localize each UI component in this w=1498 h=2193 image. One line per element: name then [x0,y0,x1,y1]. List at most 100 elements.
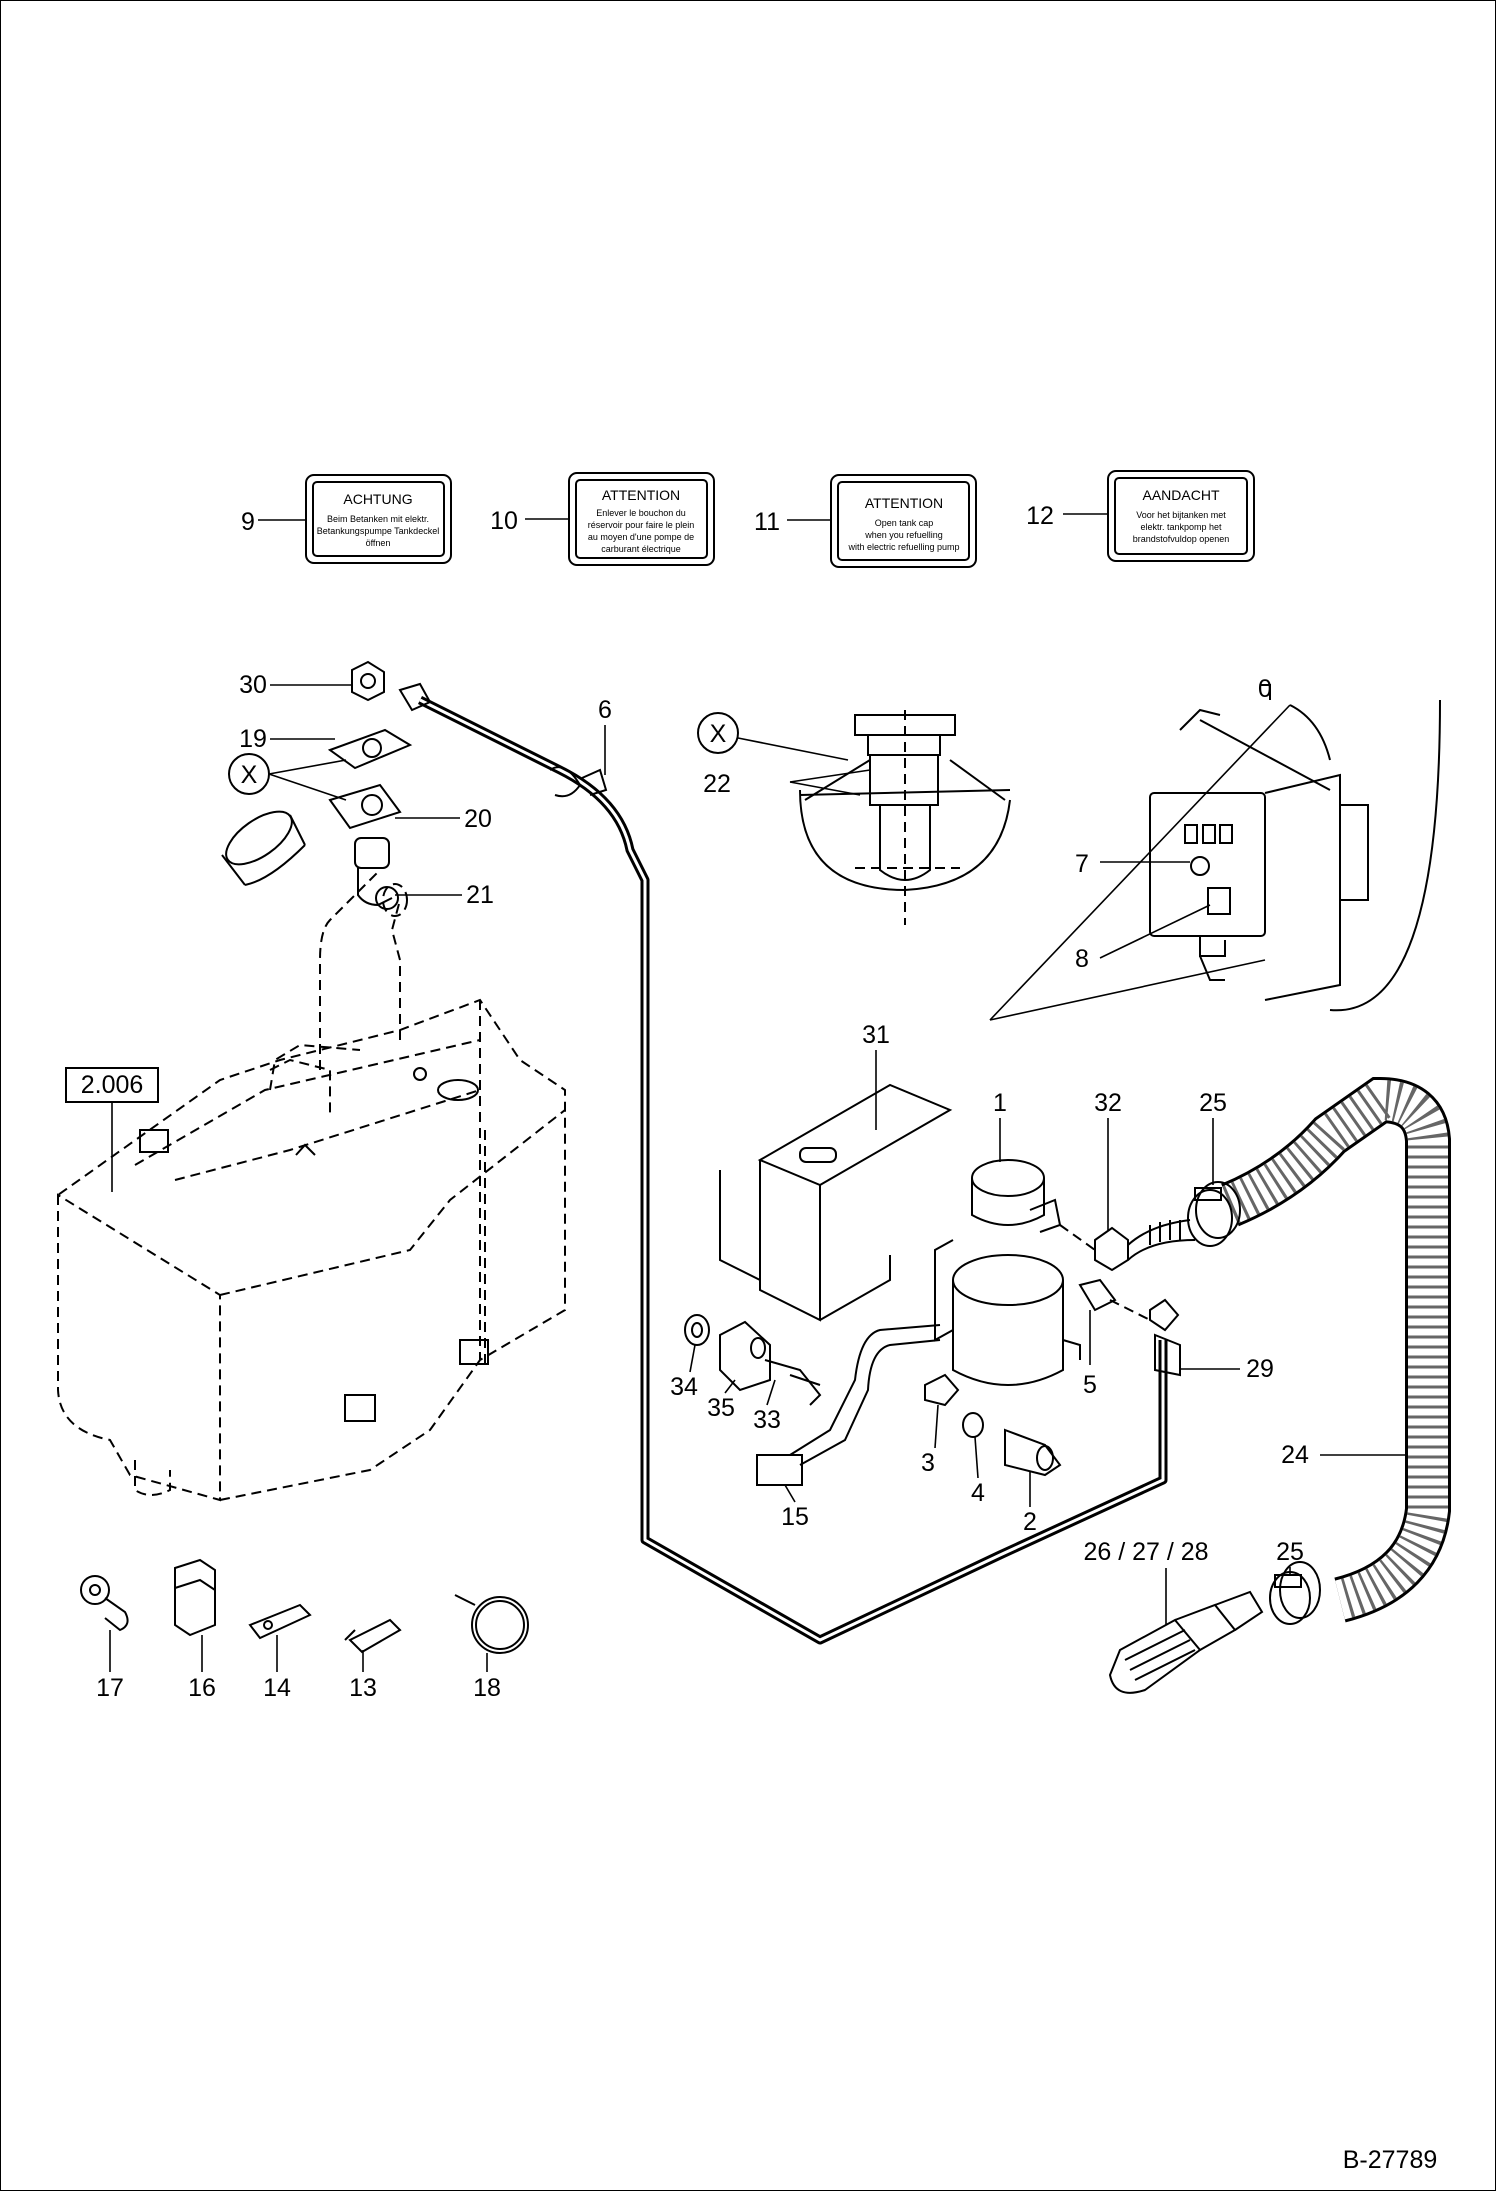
callout-22: 22 [703,770,731,798]
filler-neck [221,810,306,886]
fittings [1059,1219,1196,1377]
warning-label-9: ACHTUNG Beim Betanken mit elektr. Betank… [305,474,452,564]
svg-text:17: 17 [96,1674,124,1702]
svg-text:6: 6 [598,696,612,724]
reference-box: 2.006 [65,1067,159,1192]
svg-text:29: 29 [1246,1355,1274,1383]
callout-32: 32 [1094,1089,1122,1230]
label-9-line-3: öffnen [366,538,391,548]
svg-text:4: 4 [971,1479,985,1507]
svg-text:3: 3 [921,1449,935,1477]
label-11-heading: ATTENTION [865,495,943,511]
callout-25-top: 25 [1199,1089,1227,1185]
svg-text:34: 34 [670,1373,698,1401]
label-12-heading: AANDACHT [1142,487,1219,503]
svg-text:35: 35 [707,1394,735,1422]
detail-marker-right-text: X [710,720,727,748]
svg-text:20: 20 [464,805,492,833]
callout-19: 19 [239,725,335,753]
svg-text:18: 18 [473,1674,501,1702]
callout-14: 14 [263,1635,291,1702]
callout-31: 31 [862,1021,890,1130]
mounting-hardware [684,1314,1062,1477]
callout-7: 7 [1075,850,1089,878]
callout-34: 34 [670,1344,698,1401]
bracket-31 [719,1083,953,1322]
callout-15: 15 [781,1484,809,1531]
svg-text:21: 21 [466,881,494,909]
drawing-number: B-27789 [1343,2146,1438,2174]
callout-30: 30 [239,671,352,699]
svg-text:19: 19 [239,725,267,753]
callout-29: 29 [1180,1355,1274,1383]
detail-marker-left: X [228,753,347,801]
label-11-line-2: when you refuelling [864,530,943,540]
label-10-line-4: carburant électrique [601,544,681,554]
svg-text:16: 16 [188,1674,216,1702]
label-10-heading: ATTENTION [602,487,680,503]
svg-text:25: 25 [1199,1089,1227,1117]
label-10-line-1: Enlever le bouchon du [596,508,686,518]
svg-text:31: 31 [862,1021,890,1049]
svg-text:13: 13 [349,1674,377,1702]
suction-filter [1108,1590,1264,1694]
warning-label-11: ATTENTION Open tank cap when you refuell… [830,474,977,568]
label-12-line-3: brandstofvuldop openen [1133,534,1230,544]
callout-21: 21 [395,881,494,909]
connector-group [327,660,413,910]
callout-35: 35 [707,1379,736,1422]
warning-label-12: AANDACHT Voor het bijtanken met elektr. … [1107,470,1255,562]
callout-6: 6 [598,696,612,775]
hose-6 [398,682,1168,1645]
label-11-line-3: with electric refuelling pump [847,542,959,552]
label-9-line-1: Beim Betanken mit elektr. [327,514,429,524]
label-10-line-3: au moyen d'une pompe de [588,532,694,542]
switch-position-label: 0 [1258,675,1272,703]
callout-12: 12 [1026,502,1054,530]
callout-20: 20 [395,805,492,833]
callout-9: 9 [241,508,255,536]
callout-8: 8 [1075,945,1089,973]
callout-17: 17 [96,1630,124,1702]
svg-text:14: 14 [263,1674,291,1702]
svg-text:15: 15 [781,1503,809,1531]
svg-text:1: 1 [993,1089,1007,1117]
reference-box-text: 2.006 [81,1071,144,1099]
label-11-line-1: Open tank cap [875,518,934,528]
callout-33: 33 [753,1379,781,1434]
svg-text:8: 8 [1075,945,1089,973]
callout-1: 1 [993,1089,1007,1162]
svg-text:22: 22 [703,770,731,798]
pump-wiring [756,1324,941,1486]
callout-11: 11 [754,508,780,536]
callout-3: 3 [921,1404,939,1477]
callout-5: 5 [1083,1310,1097,1399]
detail-marker-left-text: X [241,761,258,789]
callout-25-bottom: 25 [1276,1538,1304,1575]
callout-24: 24 [1281,1441,1405,1469]
svg-text:24: 24 [1281,1441,1309,1469]
label-12-line-1: Voor het bijtanken met [1136,510,1226,520]
loose-parts [80,1558,529,1654]
svg-text:32: 32 [1094,1089,1122,1117]
detail-x-section: X [697,710,1011,925]
callout-26-27-28: 26 / 27 / 28 [1083,1538,1209,1625]
svg-text:33: 33 [753,1406,781,1434]
svg-text:5: 5 [1083,1371,1097,1399]
callout-13: 13 [349,1650,377,1702]
label-9-heading: ACHTUNG [343,491,412,507]
switch-panel: 0 [989,675,1441,1021]
fuel-tank [57,869,566,1502]
callout-4: 4 [971,1436,985,1507]
callout-18: 18 [473,1653,501,1702]
svg-text:26 / 27 / 28: 26 / 27 / 28 [1083,1538,1208,1566]
label-12-line-2: elektr. tankpomp het [1140,522,1222,532]
label-10-line-2: réservoir pour faire le plein [588,520,695,530]
svg-text:25: 25 [1276,1538,1304,1566]
callout-10: 10 [490,507,518,535]
warning-label-10: ATTENTION Enlever le bouchon du réservoi… [568,472,715,566]
callout-2: 2 [1023,1472,1037,1536]
callout-16: 16 [188,1635,216,1702]
